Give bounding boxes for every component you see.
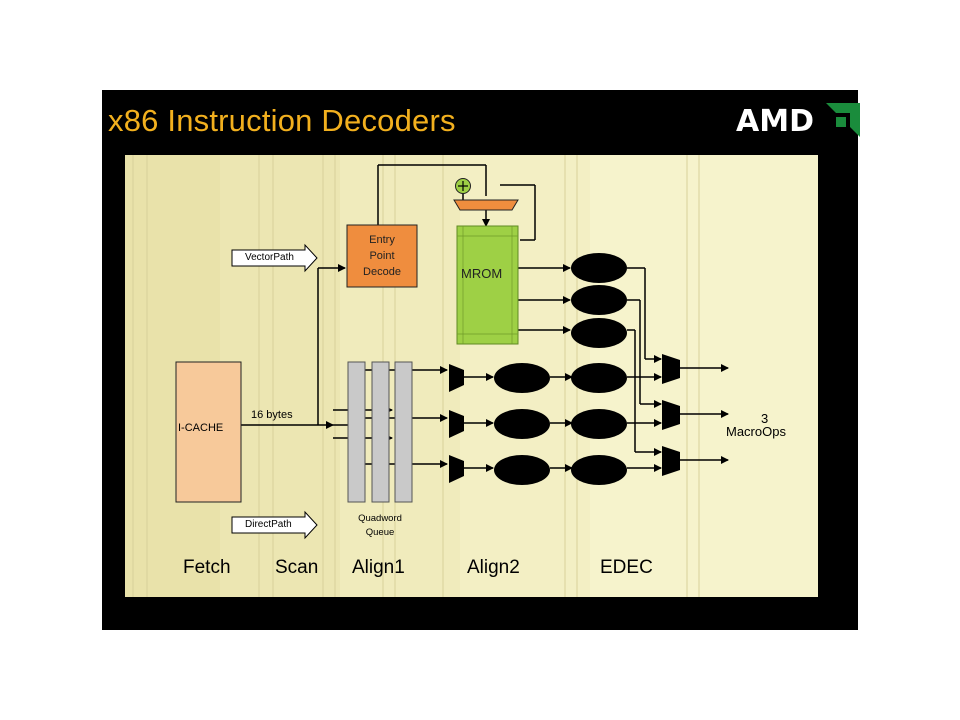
- amd-logo: AMD: [736, 104, 814, 139]
- vectorpath-label: VectorPath: [245, 252, 294, 263]
- directpath-label: DirectPath: [245, 519, 292, 530]
- vectorpath-arrow: [231, 243, 318, 273]
- directpath-arrow: [231, 510, 318, 540]
- stage-fetch: Fetch: [183, 557, 231, 578]
- entry-point-label: Entry Point Decode: [363, 234, 401, 278]
- mrom-block: [456, 225, 519, 345]
- output-count-label: 3: [761, 411, 769, 426]
- quadword-queue-label: Quadword Queue: [358, 513, 402, 538]
- stage-align2: Align2: [467, 557, 520, 578]
- macroops-label: MacroOps: [726, 424, 786, 439]
- icache-label: I-CACHE: [178, 422, 224, 434]
- icache-block: [175, 361, 242, 503]
- amd-arrow-icon: [826, 103, 860, 137]
- slide-title: x86 Instruction Decoders: [108, 103, 456, 138]
- align2-muxes: [449, 364, 464, 483]
- decode-units: [494, 253, 627, 485]
- entry-point-decode-block: [346, 224, 418, 288]
- mrom-sequencer-mux: [453, 199, 519, 211]
- bytes-label: 16 bytes: [251, 409, 293, 421]
- stage-align1: Align1: [352, 557, 405, 578]
- stage-edec: EDEC: [600, 557, 653, 578]
- stage-scan: Scan: [275, 557, 319, 578]
- mrom-label: MROM: [461, 266, 503, 281]
- output-muxes: [662, 354, 680, 476]
- quadword-queue: [347, 361, 413, 503]
